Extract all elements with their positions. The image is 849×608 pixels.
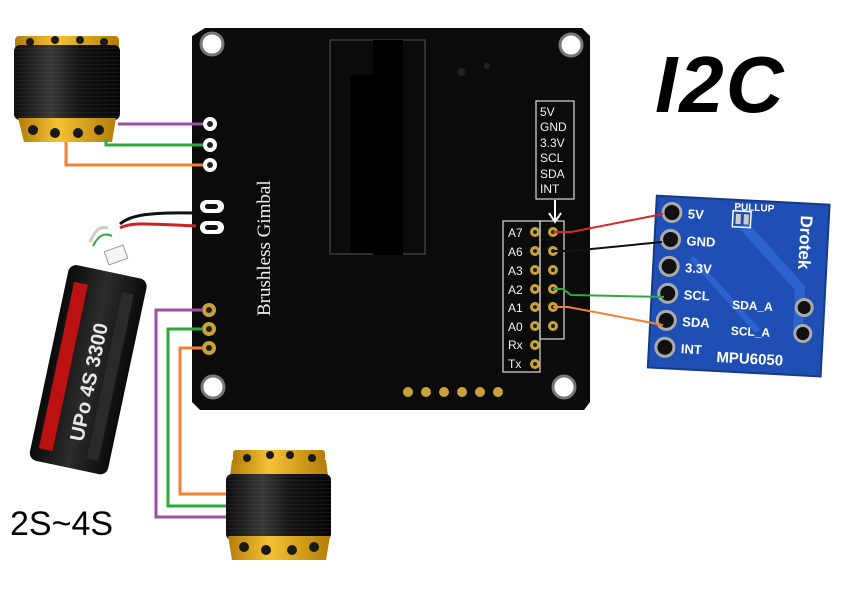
header-label: SCL (540, 151, 564, 165)
motor-top (14, 36, 120, 142)
pin-label: A1 (508, 301, 523, 315)
sensor-left-pins (654, 201, 683, 358)
mpu6050-sensor: PULLUP Drotek 5V GND 3.3V SCL SDA INT (646, 194, 831, 378)
pin-label: Rx (508, 338, 523, 352)
motor-top-wires (64, 122, 203, 167)
header-label: GND (540, 120, 567, 134)
sensor-pin-label: SDA_A (732, 298, 774, 314)
sensor-pin-label: SCL_A (730, 324, 770, 340)
power-pads (200, 200, 224, 234)
wire-5v (553, 213, 664, 233)
sensor-pin-label: SCL (683, 287, 710, 303)
sensor-pin-label: 5V (688, 206, 705, 222)
sensor-model: MPU6050 (716, 349, 784, 369)
sensor-pin-label: INT (680, 341, 702, 357)
chip-redaction (373, 40, 403, 255)
header-label-list: 5V GND 3.3V SCL SDA INT (540, 105, 567, 196)
board-led (484, 63, 490, 69)
pin-header-pins (530, 227, 558, 369)
pullup-label: PULLUP (734, 202, 775, 215)
pin-label: A7 (508, 226, 523, 240)
wire-gnd (553, 241, 663, 252)
pin-label: A2 (508, 283, 523, 297)
sensor-pin-label: SDA (682, 314, 711, 330)
battery-cell-label: 2S~4S (10, 505, 113, 543)
pin-label: A3 (508, 264, 523, 278)
lipo-battery: UPo 4S 3300 (29, 211, 197, 475)
pin-label: Tx (508, 357, 521, 371)
bottom-pad-row (403, 387, 503, 397)
motor-bottom-wires (154, 308, 228, 519)
motor-bottom (226, 450, 331, 560)
header-label: 3.3V (540, 136, 565, 150)
pin-label-list: A7 A6 A3 A2 A1 A0 Rx Tx (508, 226, 523, 371)
motor1-pads (203, 117, 217, 172)
i2c-wires (553, 213, 665, 326)
pin-header-box (539, 220, 565, 340)
sensor-pin-label: 3.3V (685, 260, 713, 276)
wire-sda (553, 306, 664, 326)
mounting-hole (200, 374, 226, 400)
pin-label: A0 (508, 320, 523, 334)
board-led (457, 68, 465, 76)
sensor-right-pins (793, 298, 814, 344)
board-label: Brushless Gimbal (254, 180, 275, 316)
mounting-hole (199, 31, 225, 57)
chip-redaction (350, 75, 375, 253)
mounting-hole (551, 374, 577, 400)
header-label: 5V (540, 105, 555, 119)
mounting-hole (558, 32, 584, 58)
header-arrow-head (548, 212, 562, 224)
wire-scl (553, 288, 665, 298)
diagram-title: I2C (655, 40, 786, 129)
pin-label: A6 (508, 245, 523, 259)
motor2-pads (202, 303, 216, 355)
sensor-left-pin-labels: 5V GND 3.3V SCL SDA INT (680, 206, 716, 357)
header-label-box (535, 100, 575, 200)
header-label: INT (540, 182, 560, 196)
sensor-brand: Drotek (794, 215, 816, 270)
sensor-pin-label: GND (686, 233, 716, 249)
header-label: SDA (540, 167, 565, 181)
gimbal-board: Brushless Gimbal 5V GND 3.3V SCL SDA INT… (192, 28, 590, 410)
sensor-right-pin-labels: SDA_A SCL_A (730, 298, 773, 340)
